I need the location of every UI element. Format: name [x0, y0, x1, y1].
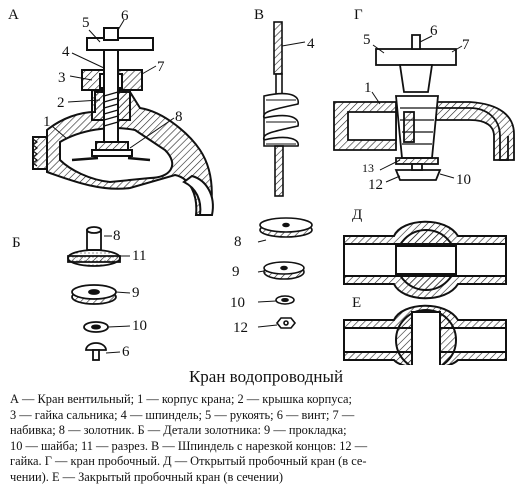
panel-e-letter: Е — [352, 295, 361, 311]
spout — [182, 174, 214, 216]
panel-e-closed-section — [343, 304, 507, 365]
legend-line: А — Кран вентильный; 1 — корпус крана; 2… — [10, 392, 352, 406]
panel-a-letter: А — [8, 7, 19, 23]
panel-a-valve-tap — [32, 27, 214, 216]
legend-line: 3 — гайка сальника; 4 — шпиндель; 5 — ру… — [10, 407, 355, 422]
label-v-4: 4 — [307, 36, 315, 52]
label-v-12: 12 — [233, 320, 248, 336]
label-g-13: 13 — [362, 161, 374, 175]
panel-v-letter: В — [254, 7, 264, 23]
label-a-2: 2 — [57, 95, 65, 111]
legend-line: чении). Е — Закрытый пробочный кран (в с… — [10, 469, 284, 484]
legend-line: 10 — шайба; 11 — разрез. В — Шпиндель с … — [10, 438, 368, 453]
figure-drawing: А 5 6 4 3 7 2 1 8 Б — [8, 7, 515, 365]
panel-d-open-section — [343, 220, 507, 300]
label-a-7: 7 — [157, 59, 165, 75]
handle — [86, 37, 154, 51]
label-a-5: 5 — [82, 15, 90, 31]
label-b-8: 8 — [113, 228, 121, 244]
label-g-7: 7 — [462, 37, 470, 53]
figure-legend: А — Кран вентильный; 1 — корпус крана; 2… — [10, 392, 524, 486]
valve-disc — [95, 141, 129, 151]
label-v-10: 10 — [230, 295, 245, 311]
panel-g-letter: Г — [354, 7, 363, 23]
panel-g-leaders — [371, 35, 463, 183]
label-b-9: 9 — [132, 285, 140, 301]
legend-line: гайка. Г — кран пробочный. Д — Открытый … — [10, 454, 367, 469]
label-v-8: 8 — [234, 234, 242, 250]
label-v-9: 9 — [232, 264, 240, 280]
label-g-1: 1 — [364, 80, 372, 96]
thread-left — [32, 136, 48, 170]
panel-b-parts — [67, 226, 121, 361]
label-a-8: 8 — [175, 109, 183, 125]
label-a-4: 4 — [62, 44, 70, 60]
panel-b-letter: Б — [12, 235, 21, 251]
panel-v-leaders — [257, 41, 306, 328]
panel-b-leaders — [104, 235, 131, 354]
panel-d-letter: Д — [352, 207, 362, 223]
label-a-3: 3 — [58, 70, 66, 86]
label-b-10: 10 — [132, 318, 147, 334]
figure-caption: Кран водопроводный — [188, 367, 344, 386]
legend-line: набивка; 8 — золотник. Б — Детали золотн… — [10, 423, 347, 438]
panel-v-spindle — [259, 21, 313, 329]
label-a-6: 6 — [121, 8, 129, 24]
label-a-1: 1 — [43, 114, 51, 130]
panel-a-labels — [51, 19, 175, 149]
label-b-6: 6 — [122, 344, 130, 360]
label-g-12: 12 — [368, 177, 383, 193]
label-g-10: 10 — [456, 172, 471, 188]
label-g-6: 6 — [430, 23, 438, 39]
panel-g-plug-tap — [333, 34, 515, 181]
label-g-5: 5 — [363, 32, 371, 48]
label-b-11: 11 — [132, 248, 146, 264]
